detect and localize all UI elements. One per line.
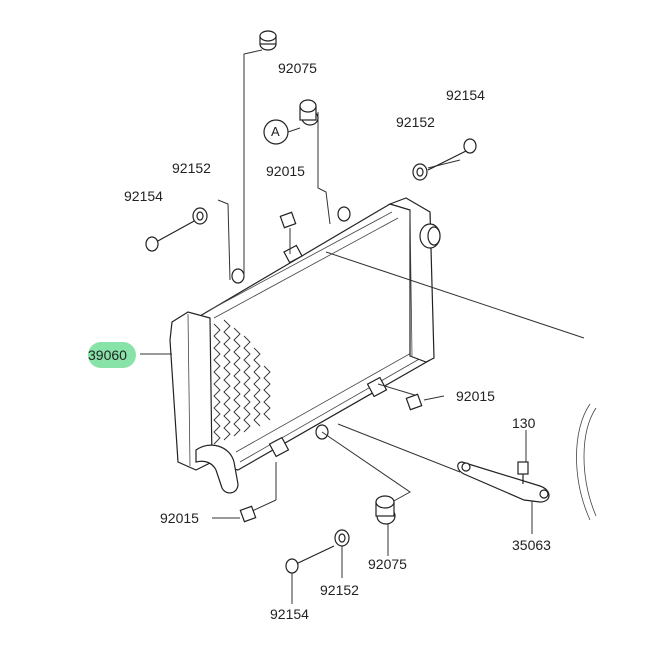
lower-pipe	[195, 444, 239, 494]
collar-92152-left[interactable]	[192, 207, 208, 225]
collar-92152-top-right[interactable]	[412, 163, 428, 181]
bracket-35063[interactable]	[457, 461, 550, 503]
label-92154-top-right[interactable]: 92154	[446, 87, 485, 103]
grommet-92075-top[interactable]	[299, 99, 319, 126]
label-92015-bottom[interactable]: 92015	[160, 510, 199, 526]
nut-92015-top[interactable]	[279, 211, 297, 229]
left-tank	[169, 311, 213, 471]
label-39060[interactable]: 39060	[88, 347, 127, 363]
grommet-top[interactable]	[259, 30, 277, 51]
bolt-92154-left[interactable]	[145, 219, 197, 252]
label-92154-bottom[interactable]: 92154	[270, 606, 309, 622]
label-130[interactable]: 130	[512, 415, 536, 431]
bolt-92154-top-right[interactable]	[427, 138, 477, 171]
bolt-92154-bottom[interactable]	[285, 545, 335, 574]
radiator-fins	[213, 319, 271, 445]
bolt-130[interactable]	[517, 461, 529, 484]
label-92152-top-right[interactable]: 92152	[396, 114, 435, 130]
label-92075-top[interactable]: 92075	[278, 60, 317, 76]
label-92154-left[interactable]: 92154	[124, 188, 163, 204]
nut-92015-bottom[interactable]	[239, 505, 257, 523]
callout-a-label: A	[271, 124, 280, 139]
grommet-92075-bottom[interactable]	[375, 495, 396, 525]
nut-92015-right[interactable]	[405, 393, 423, 411]
leader-lines	[140, 49, 585, 604]
label-92015-right[interactable]: 92015	[456, 388, 495, 404]
radiator-assembly[interactable]	[169, 197, 441, 494]
selected-part-highlight	[88, 342, 136, 368]
label-92075-bottom[interactable]: 92075	[368, 556, 407, 572]
label-92152-bottom[interactable]: 92152	[320, 582, 359, 598]
label-92152-left[interactable]: 92152	[172, 160, 211, 176]
fan-shroud-edge	[576, 403, 591, 521]
collar-92152-bottom[interactable]	[334, 529, 350, 547]
label-92015-top[interactable]: 92015	[266, 163, 305, 179]
radiator-core	[199, 203, 431, 471]
label-35063[interactable]: 35063	[512, 537, 551, 553]
